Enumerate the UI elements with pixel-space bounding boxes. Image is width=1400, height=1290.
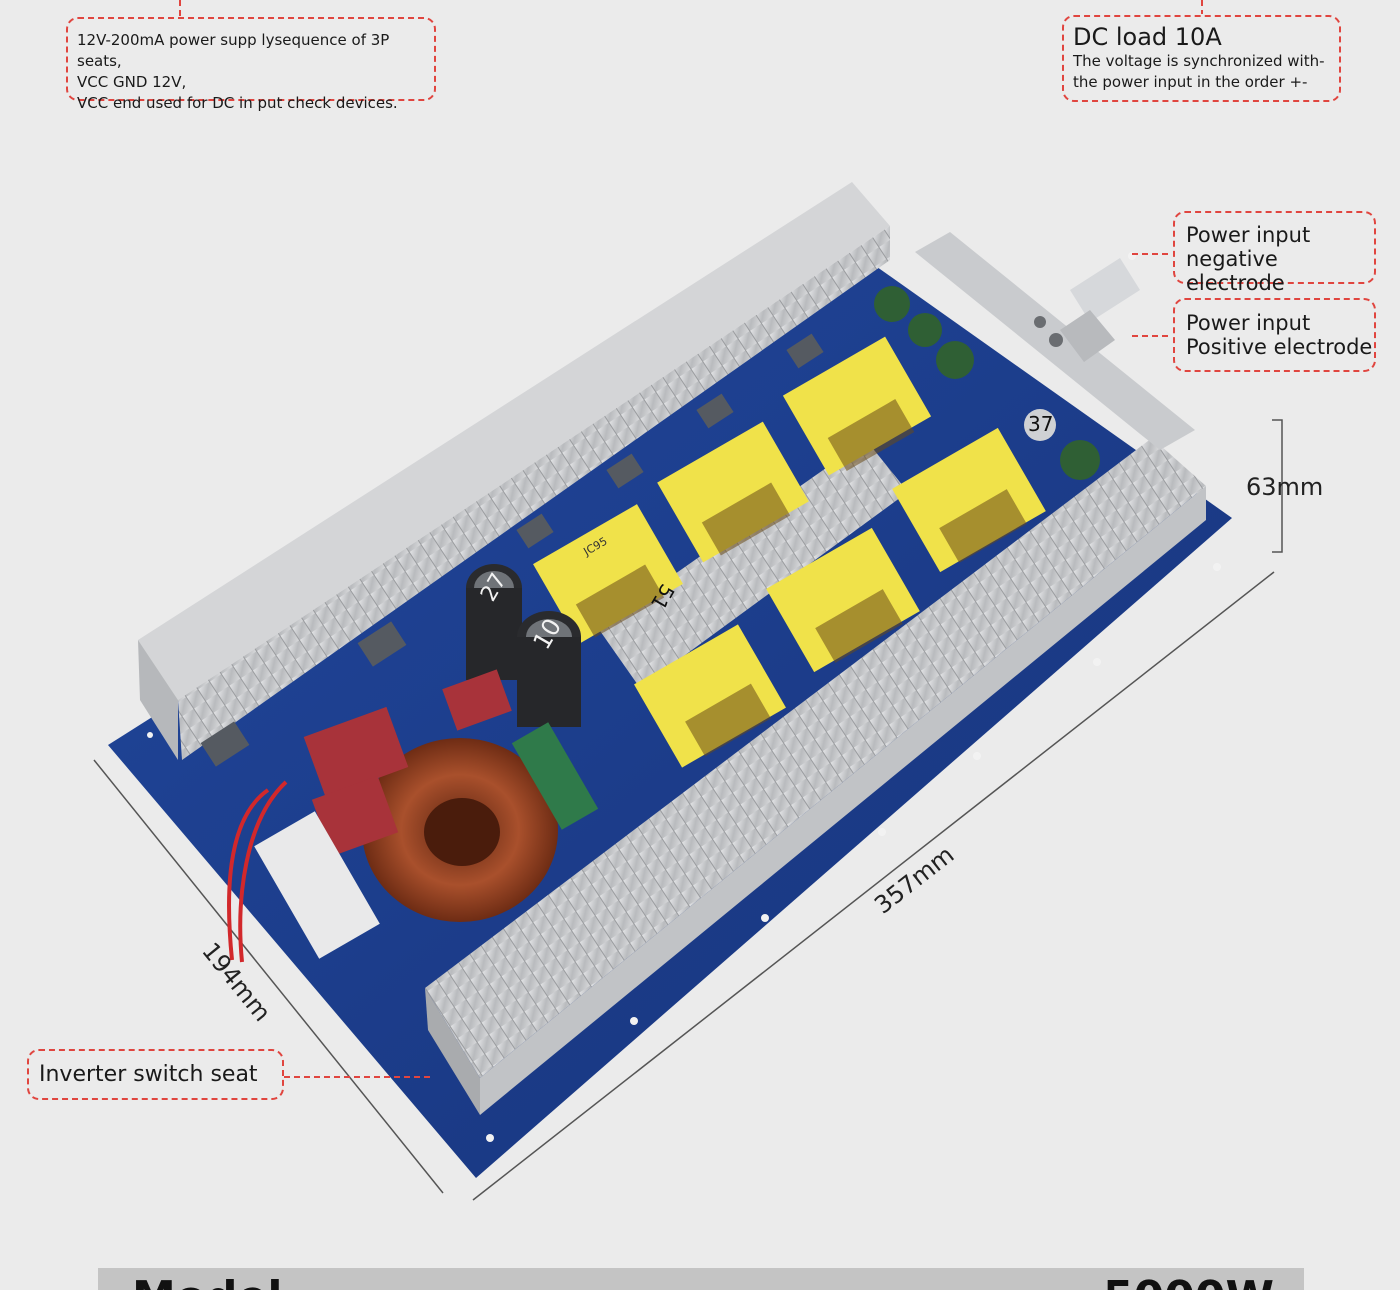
inverter-switch-callout: Inverter switch seat bbox=[27, 1049, 284, 1100]
leader-lines bbox=[179, 0, 1203, 1078]
power-supply-line-2: VCC GND 12V, bbox=[77, 73, 187, 91]
inverter-switch-label: Inverter switch seat bbox=[39, 1062, 258, 1087]
model-bar: Model 5000W bbox=[98, 1268, 1304, 1290]
negative-electrode-line-1: Power input bbox=[1186, 223, 1311, 247]
dimension-lines bbox=[93, 419, 1283, 1201]
dc-load-callout: DC load 10A The voltage is synchronized … bbox=[1062, 15, 1341, 102]
power-supply-line-1: 12V-200mA power supp lysequence of 3P se… bbox=[77, 31, 390, 70]
negative-electrode-line-2: negative electrode bbox=[1186, 247, 1285, 295]
dc-load-title: DC load 10A bbox=[1073, 23, 1222, 51]
height-dimension-label: 63mm bbox=[1246, 473, 1324, 501]
positive-electrode-line-2: Positive electrode bbox=[1186, 335, 1373, 359]
dc-load-line-1: The voltage is synchronized with- bbox=[1073, 52, 1325, 70]
red-wires bbox=[226, 780, 288, 963]
terminal-brackets bbox=[915, 232, 1195, 450]
power-supply-line-3: VCC end used for DC in put check devices… bbox=[77, 94, 398, 112]
pcb-mounting-holes bbox=[147, 563, 1221, 1142]
control-boards bbox=[254, 722, 599, 959]
transformers bbox=[533, 336, 1046, 768]
model-power: 5000W bbox=[1103, 1276, 1274, 1290]
positive-electrode-line-1: Power input bbox=[1186, 311, 1311, 335]
film-capacitors bbox=[303, 669, 512, 857]
power-supply-callout: 12V-200mA power supp lysequence of 3P se… bbox=[66, 17, 436, 112]
back-heatsink bbox=[138, 182, 890, 760]
toroid-coil bbox=[362, 738, 558, 922]
mosfet-row bbox=[200, 333, 824, 767]
model-label: Model bbox=[132, 1276, 282, 1290]
center-heatsink bbox=[598, 440, 908, 688]
capacitors bbox=[466, 286, 1100, 727]
negative-electrode-callout: Power input negative electrode bbox=[1173, 211, 1376, 295]
positive-electrode-callout: Power input Positive electrode bbox=[1173, 298, 1376, 372]
connector-mark: 37 bbox=[1028, 412, 1054, 436]
dc-load-line-2: the power input in the order +- bbox=[1073, 73, 1308, 91]
front-heatsink bbox=[425, 438, 1206, 1115]
